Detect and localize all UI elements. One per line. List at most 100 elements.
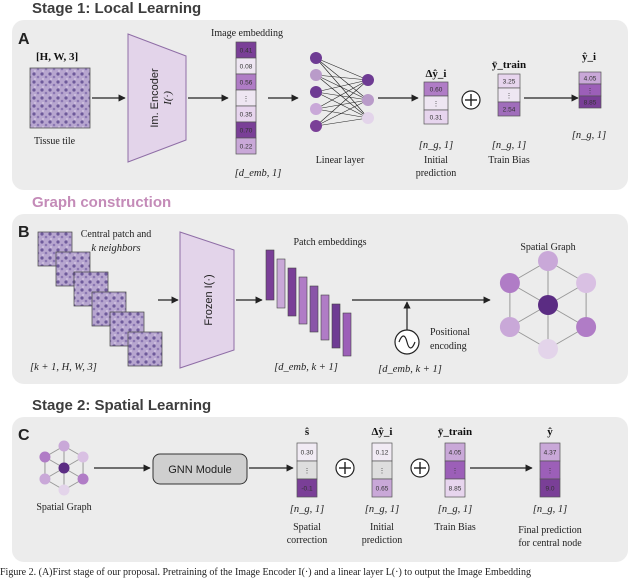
stage2-delta-label-2: prediction — [362, 535, 403, 546]
vector-cell: ⋮ — [497, 87, 521, 103]
vector-cell: 4.37 — [539, 442, 561, 462]
stage2-out-label-1: Final prediction — [518, 525, 582, 536]
graph-center-node — [58, 462, 70, 474]
graph-node — [77, 451, 89, 463]
vector-cell-value: 4.37 — [544, 449, 557, 456]
vector-cell-value: ⋮ — [243, 95, 250, 102]
vector-cell: ⋮ — [578, 83, 602, 97]
vector-cell-value: 0.12 — [376, 449, 389, 456]
stage2-panel — [12, 417, 628, 562]
train-bias-vector: 3.25 ⋮ 2.54 — [497, 73, 521, 117]
vector-cell: 2.54 — [497, 101, 521, 117]
plus-icon — [461, 90, 481, 110]
stage2-train-symbol: ȳ_train — [438, 426, 472, 438]
nn-node — [362, 94, 374, 106]
plus-icon-3 — [410, 458, 430, 478]
vector-cell-value: ⋮ — [304, 467, 311, 474]
positional-label-1: Positional — [430, 327, 470, 338]
image-embedding-vector: 0.410.080.56⋮0.350.700.22 — [235, 41, 257, 155]
vector-cell-value: 0.31 — [430, 114, 443, 121]
patch-embeddings-title: Patch embeddings — [293, 237, 366, 248]
graph-node — [499, 317, 520, 337]
nn-node — [310, 52, 322, 64]
vector-cell-value: 0.35 — [240, 111, 253, 118]
vector-cell-value: 8.85 — [584, 99, 597, 106]
plus-icon-2 — [335, 458, 355, 478]
vector-cell: 4.05 — [444, 442, 466, 462]
s-label-2: correction — [287, 535, 328, 546]
vector-cell: 0.31 — [423, 109, 449, 125]
positional-encoding-icon — [394, 329, 420, 355]
embedding-dim: [d_emb, 1] — [235, 168, 282, 179]
graph-panel — [12, 214, 628, 384]
vector-cell-value: ⋮ — [433, 100, 440, 107]
embeddings-dim: [d_emb, k + 1] — [274, 362, 338, 373]
vector-cell-value: ⋮ — [452, 467, 459, 474]
linear-layer-network — [310, 52, 374, 132]
vector-cell: 4.05 — [578, 71, 602, 85]
gnn-module-box — [152, 453, 248, 485]
vector-cell: ⋮ — [539, 460, 561, 480]
vector-cell-value: 0.65 — [376, 485, 389, 492]
patch-stack-images — [37, 231, 163, 367]
vector-cell-value: 0.08 — [240, 63, 253, 70]
vector-cell-value: 8.85 — [449, 485, 462, 492]
vector-cell-value: 3.25 — [503, 78, 516, 85]
vector-cell: -0.1 — [296, 478, 318, 498]
patch-embedding-bar — [287, 267, 297, 317]
patch-label-1: Central patch and — [81, 229, 152, 240]
stage2-graph-label: Spatial Graph — [36, 502, 91, 513]
patch-embedding-bar — [320, 294, 330, 341]
vector-cell-value: 0.56 — [240, 79, 253, 86]
vector-cell: ⋮ — [371, 460, 393, 480]
stage1-letter: A — [18, 31, 30, 48]
positional-dim: [d_emb, k + 1] — [378, 364, 442, 375]
graph-node — [39, 473, 51, 485]
initial-prediction-vector: 0.60 ⋮ 0.31 — [423, 81, 449, 125]
final-prediction-vector: 4.37⋮9.0 — [539, 442, 561, 498]
stage1-input-shape: [H, W, 3] — [36, 51, 78, 63]
spatial-graph-small — [39, 440, 89, 496]
nn-node — [362, 74, 374, 86]
vector-cell: 0.70 — [235, 121, 257, 139]
graph-letter: B — [18, 224, 30, 241]
positional-label-2: encoding — [430, 341, 467, 352]
vector-cell: ⋮ — [296, 460, 318, 480]
vector-cell-value: 0.41 — [240, 47, 253, 54]
initial-label-2: prediction — [416, 168, 457, 179]
initial-label-1: Initial — [424, 155, 448, 166]
embedding-title: Image embedding — [211, 28, 283, 39]
encoder-label: Im. Encoder — [149, 68, 161, 128]
graph-input-shape: [k + 1, H, W, 3] — [30, 362, 97, 373]
spatial-graph-title: Spatial Graph — [520, 242, 575, 253]
vector-cell-value: ⋮ — [587, 87, 594, 94]
graph-node — [538, 339, 558, 359]
stage2-delta-label-1: Initial — [370, 522, 394, 533]
nn-node — [310, 86, 322, 98]
stage2-title: Stage 2: Spatial Learning — [32, 397, 211, 414]
encoder-fn: I(·) — [162, 91, 174, 106]
nn-node — [362, 112, 374, 124]
train-bias-symbol: ȳ_train — [492, 59, 526, 71]
vector-cell: 8.85 — [578, 95, 602, 109]
vector-cell: ⋮ — [235, 89, 257, 107]
output-vector: 4.05 ⋮ 8.85 — [578, 71, 602, 109]
stage2-letter: C — [18, 427, 30, 444]
patch-image — [127, 331, 163, 367]
patch-label-2: k neighbors — [91, 243, 140, 254]
stage2-out-dim: [n_g, 1] — [533, 504, 567, 515]
frozen-encoder-shape — [179, 231, 235, 369]
vector-cell: 0.60 — [423, 81, 449, 97]
initial-dim: [n_g, 1] — [419, 140, 453, 151]
figure-caption: Figure 2. (A)First stage of our proposal… — [0, 567, 531, 578]
delta-y-symbol: Δŷ_i — [426, 68, 447, 80]
patch-embedding-bar — [309, 285, 319, 333]
vector-cell-value: ⋮ — [379, 467, 386, 474]
frozen-encoder-label: Frozen I(·) — [203, 274, 215, 325]
vector-cell-value: ⋮ — [506, 92, 513, 99]
patch-embedding-bar — [298, 276, 308, 325]
graph-node — [58, 440, 70, 452]
graph-node — [58, 484, 70, 496]
linear-layer-label: Linear layer — [316, 155, 365, 166]
